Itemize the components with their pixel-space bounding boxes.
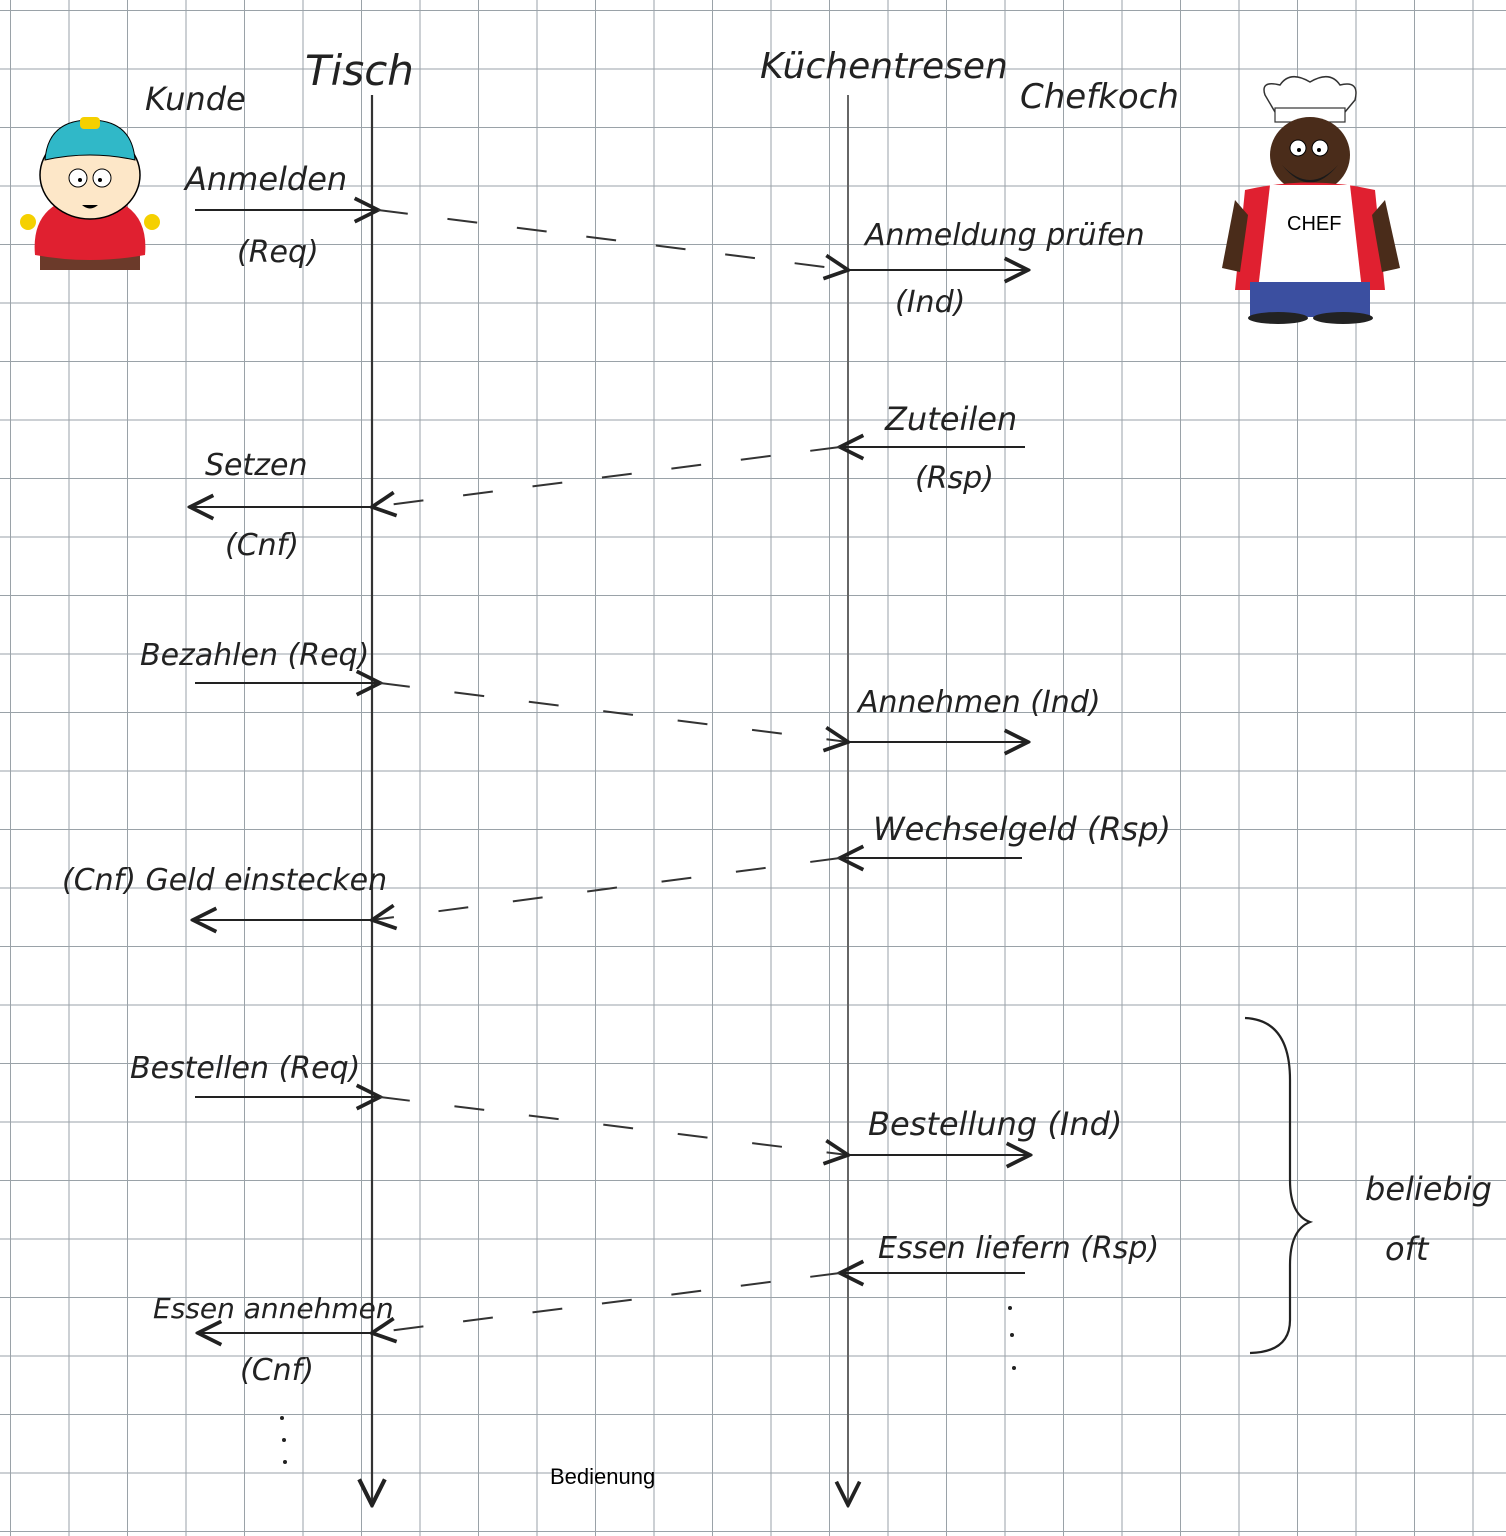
- dashed-essen-liefern: [372, 1272, 841, 1333]
- label-setzen-cnf: (Cnf): [225, 528, 299, 563]
- chef-figure: CHEF: [1222, 76, 1400, 324]
- brace-note-line1: beliebig: [1365, 1170, 1492, 1208]
- lifeline-title-kuechentresen: Küchentresen: [760, 46, 1008, 87]
- dashed-anmelden: [377, 209, 848, 270]
- actor-label-chefkoch: Chefkoch: [1020, 77, 1179, 117]
- customer-figure: [20, 117, 160, 270]
- dashed-bezahlen: [379, 682, 848, 742]
- label-anmeldung-ind: (Ind): [895, 285, 965, 320]
- label-annehmen: Annehmen (Ind): [856, 685, 1101, 720]
- dashed-bestellen: [379, 1096, 848, 1155]
- brace-note-line2: oft: [1385, 1230, 1430, 1268]
- dashed-zuteilen: [372, 446, 841, 507]
- label-zuteilen-rsp: (Rsp): [915, 461, 994, 496]
- continuation-dots-left: [280, 1416, 287, 1464]
- label-wechselgeld: Wechselgeld (Rsp): [873, 810, 1171, 848]
- label-essen-annehmen-cnf: (Cnf): [240, 1353, 314, 1388]
- label-anmelden: Anmelden: [183, 160, 347, 198]
- label-essen-liefern: Essen liefern (Rsp): [878, 1231, 1159, 1266]
- label-anmelden-req: (Req): [237, 235, 319, 270]
- label-setzen: Setzen: [205, 448, 307, 483]
- label-essen-annehmen: Essen annehmen: [153, 1292, 394, 1325]
- label-bezahlen: Bezahlen (Req): [140, 638, 369, 673]
- continuation-dots-right: [1008, 1306, 1016, 1370]
- label-anmeldung-pruefen: Anmeldung prüfen: [863, 218, 1145, 253]
- diagram-caption: Bedienung: [550, 1464, 655, 1489]
- label-geld-einstecken: (Cnf) Geld einstecken: [62, 863, 387, 898]
- chef-apron-text: CHEF: [1287, 213, 1341, 235]
- curly-brace: [1244, 1016, 1314, 1355]
- label-bestellen: Bestellen (Req): [130, 1051, 360, 1086]
- dashed-wechselgeld: [372, 857, 841, 920]
- label-zuteilen: Zuteilen: [884, 400, 1017, 438]
- lifeline-title-tisch: Tisch: [305, 46, 414, 95]
- label-bestellung: Bestellung (Ind): [868, 1105, 1122, 1143]
- actor-label-kunde: Kunde: [145, 80, 246, 118]
